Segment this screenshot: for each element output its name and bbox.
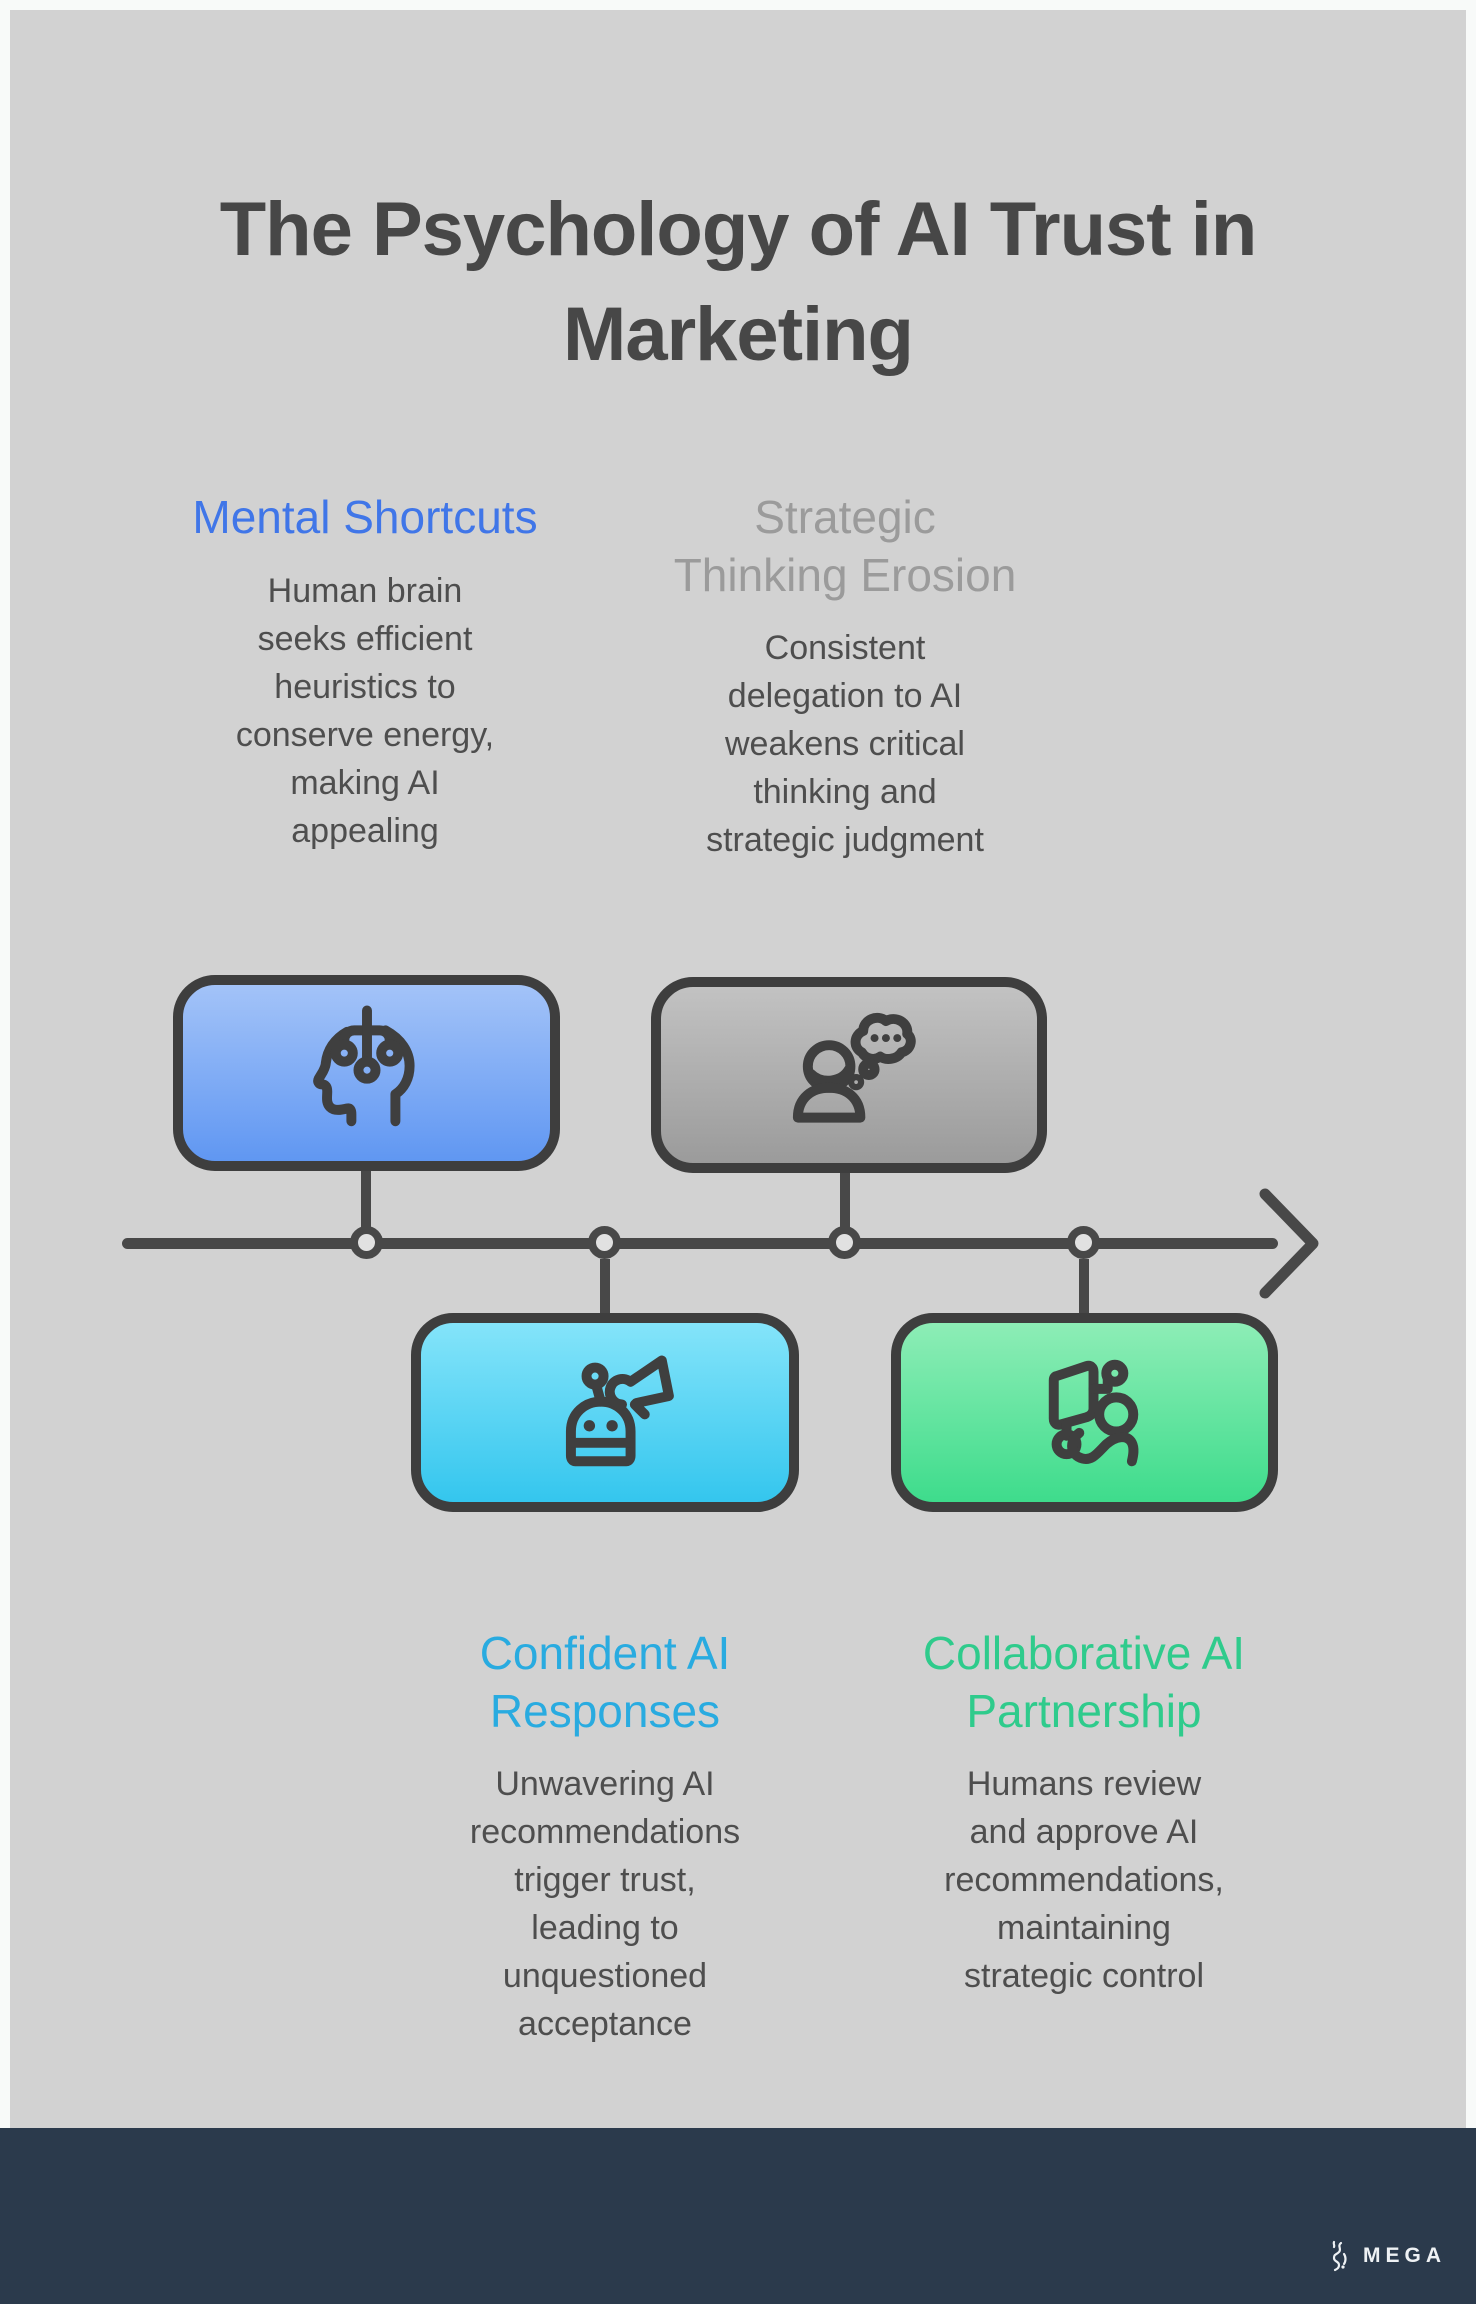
stage-heading-confident-ai-responses: Confident AI Responses bbox=[479, 1627, 731, 1737]
stage-box-collaborative-ai-partnership bbox=[891, 1313, 1278, 1512]
stage-column-collaborative-ai-partnership: Collaborative AI Partnership Humans revi… bbox=[854, 1625, 1314, 2000]
connector-stem-strategic-thinking-erosion bbox=[840, 1162, 850, 1228]
mega-logo-icon bbox=[1332, 2240, 1347, 2272]
stage-column-strategic-thinking-erosion: Strategic Thinking Erosion Consistent de… bbox=[625, 489, 1065, 864]
monitor-person-icon bbox=[1048, 1359, 1138, 1466]
stage-box-strategic-thinking-erosion bbox=[651, 977, 1047, 1173]
timeline-node-3 bbox=[828, 1226, 861, 1259]
page-title: The Psychology of AI Trust in Marketing bbox=[219, 187, 1258, 377]
timeline-node-4 bbox=[1067, 1226, 1100, 1259]
stage-heading-collaborative-ai-partnership: Collaborative AI Partnership bbox=[922, 1627, 1246, 1737]
timeline-node-1 bbox=[350, 1226, 383, 1259]
stage-heading-strategic-thinking-erosion: Strategic Thinking Erosion bbox=[673, 491, 1017, 601]
brand-lockup: MEGA bbox=[1327, 2240, 1446, 2272]
person-thought-bubble-icon bbox=[792, 1013, 916, 1123]
brand-text: MEGA bbox=[1363, 2244, 1446, 2267]
connector-stem-collaborative-ai-partnership bbox=[1079, 1259, 1089, 1317]
footer-bar: MEGA bbox=[0, 2128, 1476, 2304]
stage-column-mental-shortcuts: Mental Shortcuts Human brain seeks effic… bbox=[145, 489, 585, 855]
stage-description-confident-ai-responses: Unwavering AI recommendations trigger tr… bbox=[469, 1765, 741, 2043]
stage-description-collaborative-ai-partnership: Humans review and approve AI recommendat… bbox=[944, 1765, 1224, 1995]
stage-description-mental-shortcuts: Human brain seeks efficient heuristics t… bbox=[235, 571, 495, 850]
connector-stem-mental-shortcuts bbox=[361, 1162, 371, 1228]
stage-heading-mental-shortcuts: Mental Shortcuts bbox=[192, 491, 538, 543]
timeline-line bbox=[122, 1238, 1278, 1249]
connector-stem-confident-ai-responses bbox=[600, 1259, 610, 1317]
stage-box-confident-ai-responses bbox=[411, 1313, 799, 1512]
brain-circuit-icon bbox=[312, 1005, 415, 1127]
stage-description-strategic-thinking-erosion: Consistent delegation to AI weakens crit… bbox=[706, 629, 984, 859]
robot-megaphone-icon bbox=[565, 1354, 674, 1466]
stage-column-confident-ai-responses: Confident AI Responses Unwavering AI rec… bbox=[385, 1625, 825, 2048]
stage-box-mental-shortcuts bbox=[173, 975, 560, 1171]
infographic-canvas: The Psychology of AI Trust in Marketing … bbox=[10, 10, 1466, 2128]
timeline-node-2 bbox=[588, 1226, 621, 1259]
timeline-arrow-icon bbox=[1259, 1188, 1319, 1299]
